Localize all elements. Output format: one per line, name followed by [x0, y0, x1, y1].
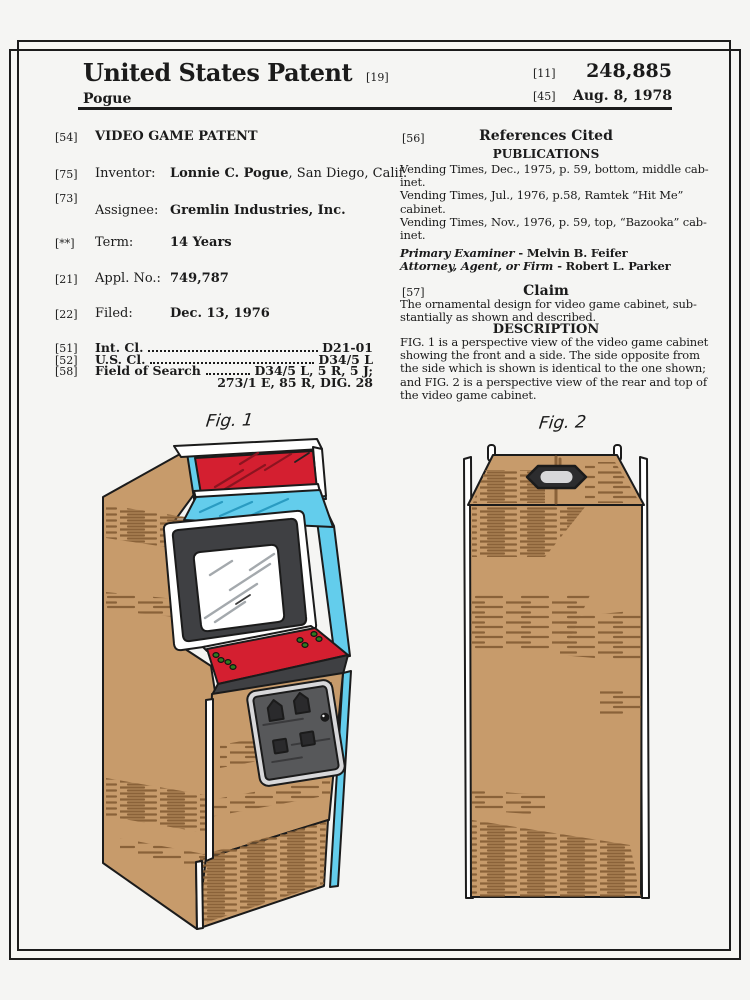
- dotted-leader: [205, 373, 251, 375]
- field-label: Inventor:: [95, 166, 156, 181]
- field-code: [73]: [55, 192, 78, 205]
- field-code: [21]: [55, 273, 78, 286]
- description-line: and FIG. 2 is a perspective view of the …: [400, 374, 707, 389]
- applicant-name: Pogue: [83, 91, 132, 107]
- page-title: United States Patent: [83, 58, 353, 87]
- field-code: [58]: [55, 365, 78, 378]
- claim-title: Claim: [523, 283, 569, 299]
- dotted-leader: [148, 350, 319, 352]
- publication-line: inet.: [400, 175, 426, 190]
- vent-handle: [525, 464, 588, 490]
- invention-title: VIDEO GAME PATENT: [95, 129, 258, 144]
- claim-line: stantially as shown and described.: [400, 310, 597, 325]
- field-label: Assignee:: [95, 203, 159, 218]
- term-value: 14 Years: [170, 235, 232, 250]
- claim-line: The ornamental design for video game cab…: [400, 297, 697, 311]
- field-code: [22]: [55, 308, 78, 321]
- attorney-line: Attorney, Agent, or Firm- Robert L. Park…: [400, 259, 671, 273]
- date-code: [45]: [533, 90, 556, 103]
- us-cl-row: U.S. Cl. D34/5 L: [95, 352, 373, 367]
- kind-code: [19]: [366, 71, 389, 84]
- description-line: showing the front and a side. The side o…: [400, 348, 700, 363]
- page-frame-outer: [9, 49, 741, 960]
- appl-no-value: 749,787: [170, 271, 229, 286]
- description-line: the video game cabinet.: [400, 387, 537, 402]
- claim-text: The ornamental design for video game cab…: [400, 297, 697, 325]
- description-title: DESCRIPTION: [492, 322, 600, 337]
- field-of-search-row: Field of Search D34/5 L, 5 R, 5 J;: [95, 363, 373, 378]
- header-divider: [78, 107, 672, 110]
- field-code: [52]: [55, 354, 78, 367]
- patent-date-row: [45] Aug. 8, 1978: [533, 88, 672, 104]
- field-code: [51]: [55, 342, 78, 355]
- dotted-leader: [150, 362, 315, 364]
- publication-line: Vending Times, Dec., 1975, p. 59, bottom…: [400, 162, 709, 176]
- int-cl-row: Int. Cl. D21-01: [95, 340, 373, 355]
- patent-number-row: [11] 248,885: [533, 60, 672, 82]
- publication-line: Vending Times, Nov., 1976, p. 59, top, “…: [400, 214, 707, 229]
- field-label: Appl. No.:: [95, 271, 161, 286]
- publications-title: PUBLICATIONS: [492, 147, 600, 161]
- assignee-value: Gremlin Industries, Inc.: [170, 203, 346, 218]
- marquee-panel: [173, 438, 334, 528]
- field-label: Term:: [95, 235, 134, 250]
- publication-line: inet.: [400, 228, 426, 243]
- patent-number: 248,885: [586, 60, 672, 82]
- publication-line: cabinet.: [400, 201, 446, 216]
- coin-door: [246, 679, 346, 787]
- publications-list: Vending Times, Dec., 1975, p. 59, bottom…: [400, 162, 709, 243]
- description-line: FIG. 1 is a perspective view of the vide…: [400, 335, 709, 349]
- page-frame-inner: [17, 40, 731, 951]
- inventor-value: Lonnie C. Pogue, San Diego, Calif.: [170, 166, 408, 181]
- number-code: [11]: [533, 67, 556, 80]
- field-code: [**]: [55, 237, 75, 250]
- lock-icon: [320, 712, 330, 722]
- field-code: [75]: [55, 168, 78, 181]
- examiner-line: Primary Examiner- Melvin B. Feifer: [400, 246, 628, 260]
- figures-drawing: [102, 438, 650, 930]
- patent-date: Aug. 8, 1978: [572, 88, 672, 104]
- fig1-arcade-cabinet: [102, 438, 352, 930]
- field-code: [57]: [402, 286, 425, 299]
- field-of-search-line2: 273/1 E, 85 R, DIG. 28: [217, 375, 373, 390]
- screen: [162, 509, 318, 652]
- field-label: Filed:: [95, 306, 133, 321]
- fig2-cabinet-rear: [463, 444, 650, 899]
- filed-value: Dec. 13, 1976: [170, 306, 270, 321]
- field-code: [54]: [55, 131, 78, 144]
- publication-line: Vending Times, Jul., 1976, p.58, Ramtek …: [400, 188, 684, 203]
- header: United States Patent [19]: [83, 58, 389, 87]
- field-code: [56]: [402, 132, 425, 145]
- description-line: the side which is shown is identical to …: [400, 361, 706, 376]
- references-cited-title: References Cited: [479, 128, 613, 144]
- description-text: FIG. 1 is a perspective view of the vide…: [400, 335, 709, 402]
- control-panel: [202, 625, 349, 696]
